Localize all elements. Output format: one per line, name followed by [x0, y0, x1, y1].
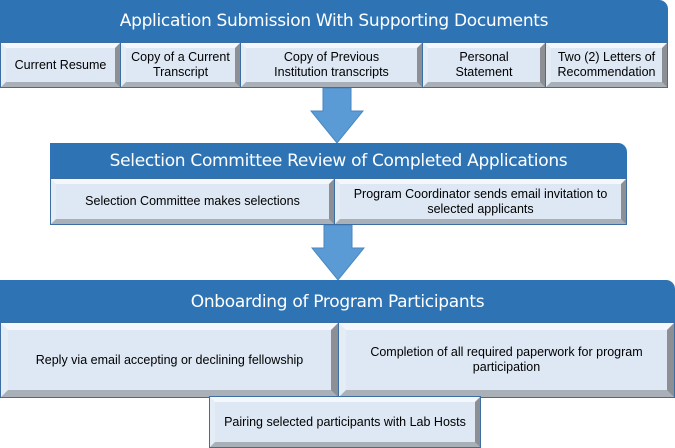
item-label: Two (2) Letters of Recommendation — [557, 50, 656, 79]
stage-1-item-previous-transcripts: Copy of Previous Institution transcripts — [240, 42, 423, 88]
stage-2-title: Selection Committee Review of Completed … — [109, 151, 568, 171]
stage-3-item-pairing: Pairing selected participants with Lab H… — [209, 396, 481, 448]
stage-1-title: Application Submission With Supporting D… — [119, 11, 549, 31]
stage-1-header: Application Submission With Supporting D… — [0, 0, 668, 42]
stage-2-item-email-invitation: Program Coordinator sends email invitati… — [334, 178, 627, 225]
item-label: Personal Statement — [455, 50, 513, 79]
stage-1-item-letters: Two (2) Letters of Recommendation — [545, 42, 668, 88]
stage-3-title: Onboarding of Program Participants — [190, 291, 485, 312]
stage-3-item-paperwork: Completion of all required paperwork for… — [338, 322, 675, 398]
stage-3-item-reply: Reply via email accepting or declining f… — [0, 322, 339, 398]
item-label: Reply via email accepting or declining f… — [35, 352, 304, 367]
item-label: Selection Committee makes selections — [85, 194, 300, 208]
item-label: Copy of a Current Transcript — [131, 50, 230, 79]
stage-2-item-selections: Selection Committee makes selections — [50, 178, 335, 225]
stage-2-header: Selection Committee Review of Completed … — [50, 143, 627, 179]
item-label: Program Coordinator sends email invitati… — [353, 186, 608, 216]
down-arrow-icon — [311, 225, 365, 281]
item-label: Copy of Previous Institution transcripts — [274, 50, 389, 79]
item-label: Pairing selected participants with Lab H… — [224, 414, 466, 429]
stage-1-item-personal-statement: Personal Statement — [422, 42, 546, 88]
down-arrow-icon — [310, 88, 364, 144]
stage-1-item-current-transcript: Copy of a Current Transcript — [120, 42, 241, 88]
item-label: Current Resume — [14, 57, 107, 72]
stage-3-header: Onboarding of Program Participants — [0, 280, 675, 323]
item-label: Completion of all required paperwork for… — [370, 345, 643, 374]
stage-1-item-resume: Current Resume — [0, 42, 121, 88]
